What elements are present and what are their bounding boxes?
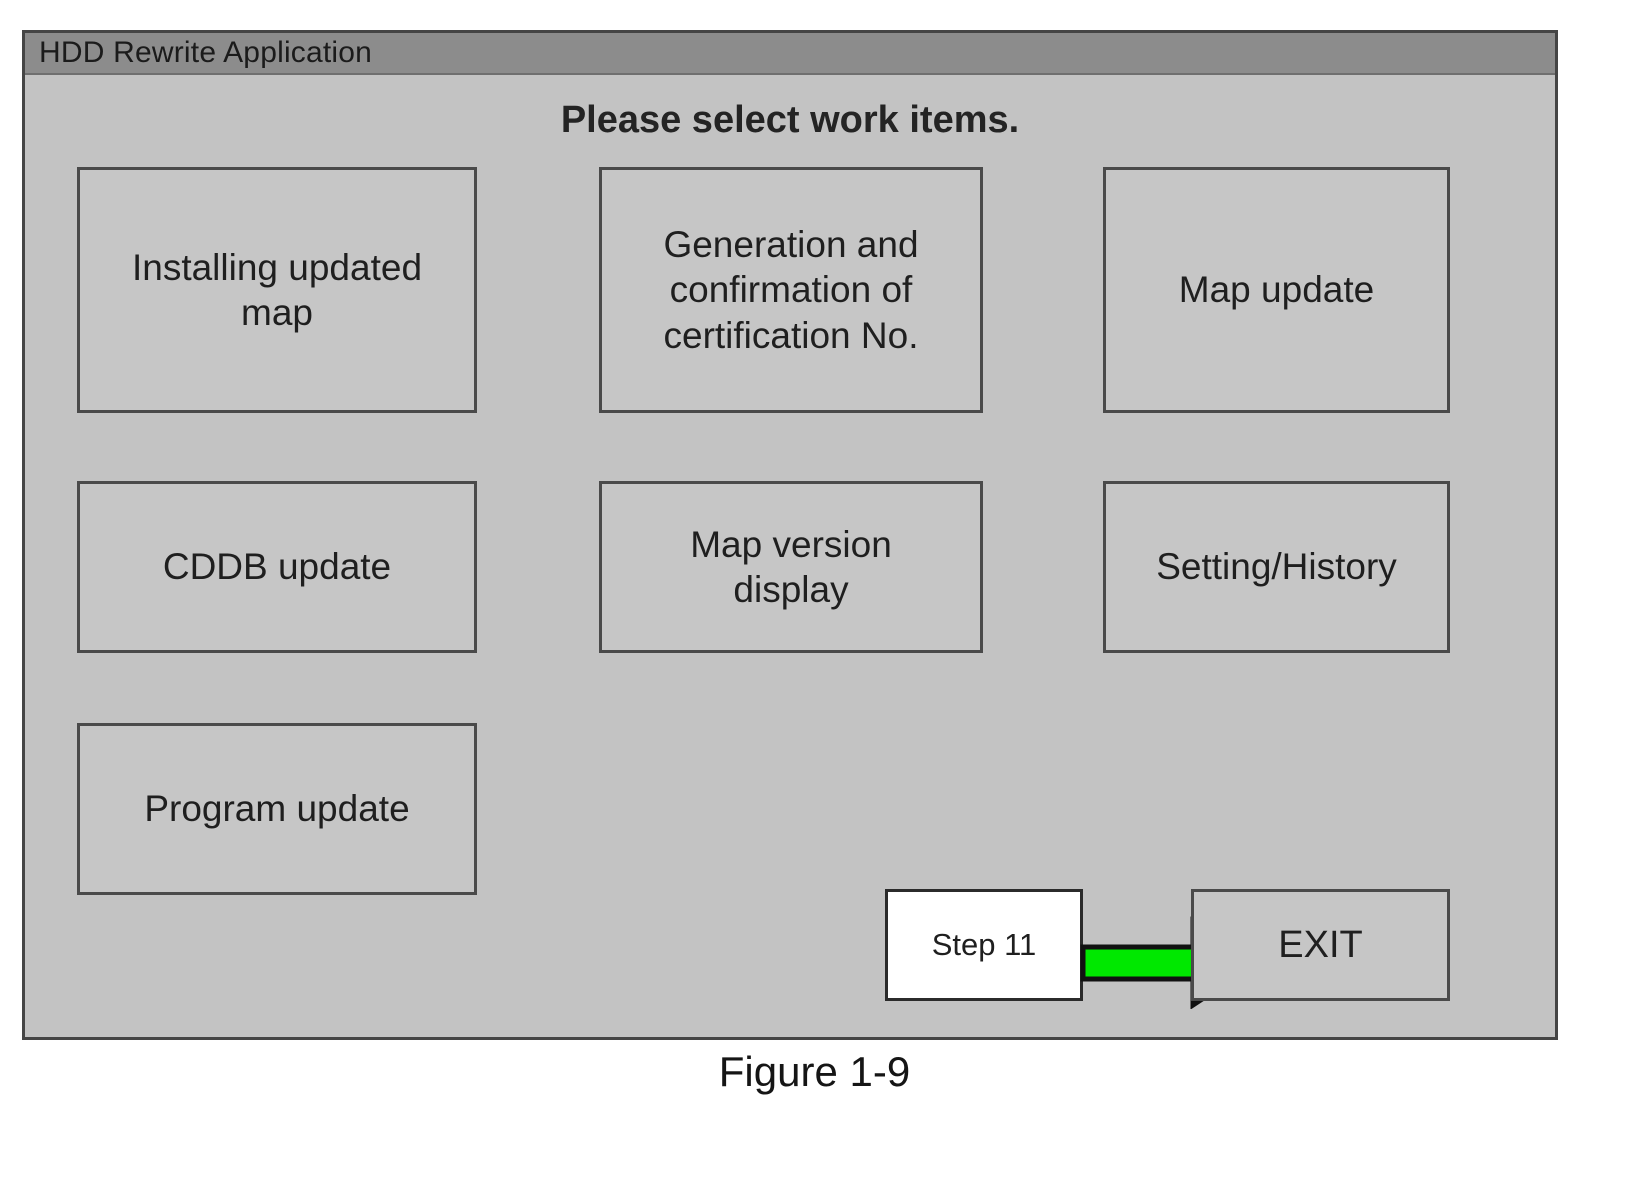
exit-button-label: EXIT (1278, 923, 1363, 966)
step-callout: Step 11 (885, 889, 1083, 1001)
button-label: Map update (1178, 269, 1375, 311)
installing-updated-map-button[interactable]: Installing updated map (77, 167, 477, 413)
button-label: Generation and confirmation of certifica… (663, 224, 919, 356)
setting-history-button[interactable]: Setting/History (1103, 481, 1450, 653)
generation-confirmation-certification-no-button[interactable]: Generation and confirmation of certifica… (599, 167, 983, 413)
cddb-update-button[interactable]: CDDB update (77, 481, 477, 653)
button-label: Setting/History (1156, 546, 1397, 588)
button-label: CDDB update (162, 546, 392, 588)
window-title-bar: HDD Rewrite Application (25, 33, 1555, 75)
map-version-display-button[interactable]: Map version display (599, 481, 983, 653)
step-callout-label: Step 11 (931, 927, 1037, 962)
map-update-button[interactable]: Map update (1103, 167, 1450, 413)
window-body: Please select work items. Installing upd… (25, 75, 1555, 1035)
exit-button[interactable]: EXIT (1191, 889, 1450, 1001)
application-window: HDD Rewrite Application Please select wo… (22, 30, 1558, 1040)
button-label: Map version display (690, 523, 892, 610)
window-title: HDD Rewrite Application (39, 36, 373, 69)
figure-caption: Figure 1-9 (718, 1048, 911, 1095)
program-update-button[interactable]: Program update (77, 723, 477, 895)
button-label: Program update (144, 788, 410, 830)
page-title: Please select work items. (560, 99, 1020, 141)
button-label: Installing updated map (131, 246, 423, 333)
